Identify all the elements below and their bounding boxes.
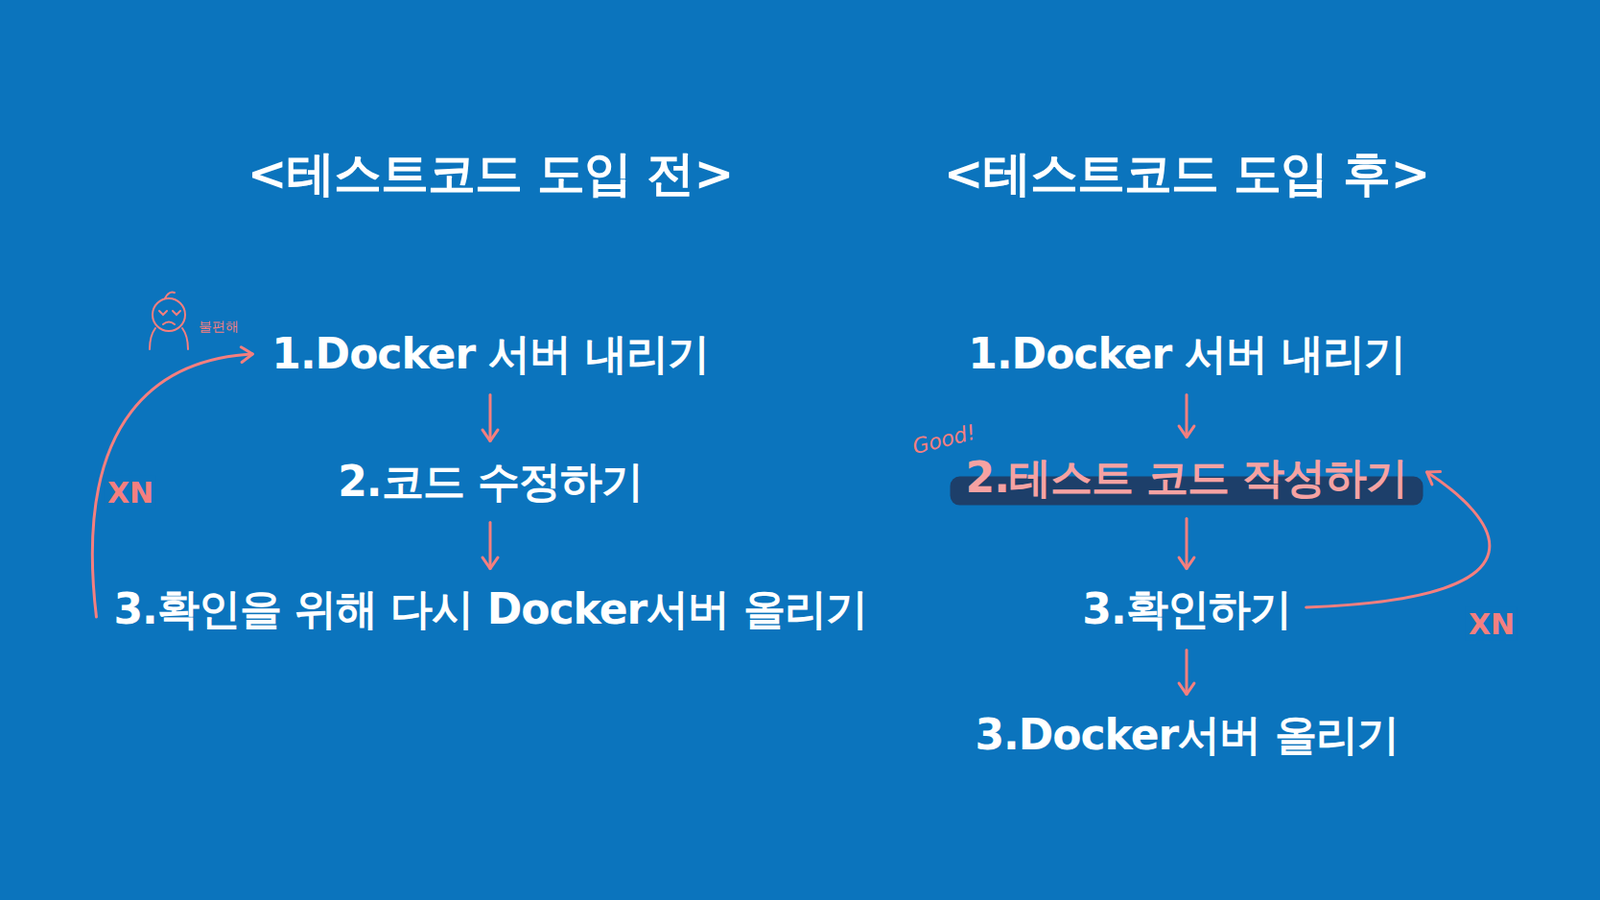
- step-text: 1.Docker 서버 내리기: [967, 329, 1405, 380]
- step-text: 2.테스트 코드 작성하기: [965, 452, 1409, 504]
- repeat-label: XN: [104, 475, 157, 510]
- step-text: 3.확인하기: [1082, 584, 1291, 636]
- step-node: 2.코드 수정하기: [322, 441, 659, 523]
- flow-arrow: [1178, 649, 1195, 694]
- column-title: <테스트코드 도입 후>: [943, 141, 1431, 207]
- step-text: 1.Docker 서버 내리기: [271, 329, 708, 380]
- flow-arrow: [92, 347, 253, 617]
- step-text: 2.코드 수정하기: [337, 456, 643, 508]
- handwritten-note: 불편해: [198, 318, 239, 336]
- step-node: 3.확인하기: [1066, 568, 1306, 651]
- column-title: <테스트코드 도입 전>: [247, 141, 734, 207]
- flow-arrow: [1178, 394, 1195, 437]
- flow-arrow: [1178, 517, 1195, 568]
- step-node: 1.Docker 서버 내리기: [952, 313, 1420, 396]
- step-node: 3.Docker서버 올리기: [959, 694, 1413, 777]
- step-text: 3.확인을 위해 다시 Docker서버 올리기: [113, 584, 867, 636]
- flow-arrow: [482, 394, 498, 441]
- step-node: 1.Docker 서버 내리기: [256, 313, 724, 396]
- sad-face-doodle: [149, 292, 189, 350]
- step-text: 3.Docker서버 올리기: [974, 709, 1398, 761]
- step-node: 2.테스트 코드 작성하기: [950, 437, 1424, 519]
- flow-arrow: [482, 521, 498, 568]
- repeat-label: XN: [1465, 607, 1518, 641]
- step-node: 3.확인을 위해 다시 Docker서버 올리기: [97, 568, 882, 651]
